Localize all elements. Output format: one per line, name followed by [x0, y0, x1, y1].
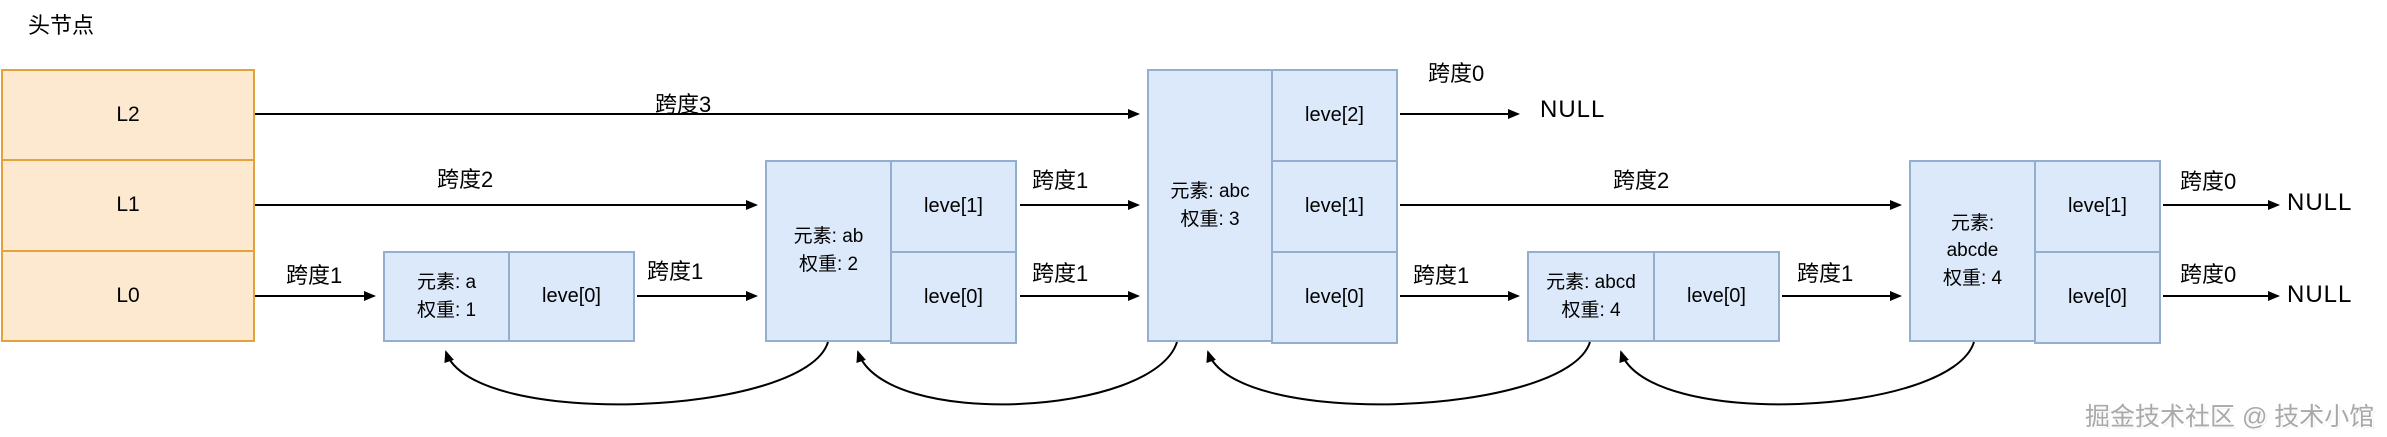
node-abcde-weight: 权重: 4 [1942, 267, 2003, 289]
head-level-l1: L1 [3, 159, 253, 249]
span-label-ab-l0: 跨度1 [1032, 261, 1089, 286]
span-label-ab-l1: 跨度1 [1032, 168, 1089, 193]
node-abcde-element: 元素: [1950, 212, 1995, 234]
back-arrow-ab-to-a [444, 341, 829, 406]
node-ab: 元素: ab 权重: 2 leve[1] leve[0] [765, 160, 1017, 344]
node-abcde-level0-cell: leve[0] [2034, 251, 2161, 344]
node-abc-levels: leve[2] leve[1] leve[0] [1271, 69, 1398, 344]
span-label-abcd-l0: 跨度1 [1797, 261, 1854, 286]
node-a-levels: leve[0] [508, 251, 635, 342]
node-abc-level2-cell: leve[2] [1271, 69, 1398, 162]
node-a-element: 元素: a [416, 271, 477, 293]
head-level-l2: L2 [116, 103, 140, 127]
span-label-head-l2: 跨度3 [655, 92, 712, 117]
node-ab-level0-cell: leve[0] [890, 251, 1017, 344]
null-label-abc-l2: NULL [1540, 96, 1606, 123]
node-ab-levels: leve[1] leve[0] [890, 160, 1017, 344]
null-label-abcde-l0: NULL [2287, 281, 2353, 308]
node-ab-level1-cell: leve[1] [890, 160, 1017, 253]
head-level-l0: L0 [3, 249, 253, 340]
node-abcde-element-value: abcde [1946, 240, 1999, 262]
node-abcd-data-cell: 元素: abcd 权重: 4 [1527, 251, 1655, 342]
null-label-abcde-l1: NULL [2287, 189, 2353, 216]
node-ab-element: 元素: ab [793, 226, 864, 248]
span-label-head-l1: 跨度2 [437, 167, 494, 192]
back-arrow-abc-to-ab [856, 341, 1178, 406]
node-abcd-levels: leve[0] [1653, 251, 1780, 342]
node-ab-data-cell: 元素: ab 权重: 2 [765, 160, 892, 342]
node-abcde-levels: leve[1] leve[0] [2034, 160, 2161, 344]
span-label-abcde-l0: 跨度0 [2180, 262, 2237, 287]
node-a-weight: 权重: 1 [416, 299, 477, 321]
node-abcd: 元素: abcd 权重: 4 leve[0] [1527, 251, 1780, 342]
span-label-abcde-l1: 跨度0 [2180, 169, 2237, 194]
back-arrow-abcd-to-abc [1206, 341, 1591, 406]
node-abcde: 元素: abcde 权重: 4 leve[1] leve[0] [1909, 160, 2161, 344]
node-ab-weight: 权重: 2 [798, 254, 859, 275]
back-arrow-abcde-to-abcd [1619, 341, 1975, 406]
span-label-abc-l0: 跨度1 [1413, 263, 1470, 288]
span-label-abc-l2: 跨度0 [1428, 61, 1485, 86]
span-label-a-l0: 跨度1 [647, 259, 704, 284]
node-a-data-cell: 元素: a 权重: 1 [383, 251, 510, 342]
node-abcd-element: 元素: abcd [1546, 271, 1636, 293]
node-abcd-level0-cell: leve[0] [1653, 251, 1780, 342]
node-abc-level0-cell: leve[0] [1271, 251, 1398, 344]
node-a-level0-cell: leve[0] [508, 251, 635, 342]
node-abc-element: 元素: abc [1170, 180, 1250, 202]
node-abcde-level1-cell: leve[1] [2034, 160, 2161, 253]
watermark: 掘金技术社区 @ 技术小馆 [2085, 403, 2375, 431]
node-abc-level1-cell: leve[1] [1271, 160, 1398, 253]
head-node-label: 头节点 [28, 13, 95, 38]
head-node: L2 L1 L0 [1, 69, 255, 342]
node-abc-data-cell: 元素: abc 权重: 3 [1147, 69, 1273, 342]
span-label-abc-l1: 跨度2 [1613, 168, 1670, 193]
node-abcde-data-cell: 元素: abcde 权重: 4 [1909, 160, 2036, 342]
node-a: 元素: a 权重: 1 leve[0] [383, 251, 635, 342]
node-abcd-weight: 权重: 4 [1561, 299, 1621, 321]
node-abc: 元素: abc 权重: 3 leve[2] leve[1] leve[0] [1147, 69, 1398, 344]
node-abc-weight: 权重: 3 [1180, 208, 1240, 230]
span-label-head-l0: 跨度1 [286, 263, 343, 288]
